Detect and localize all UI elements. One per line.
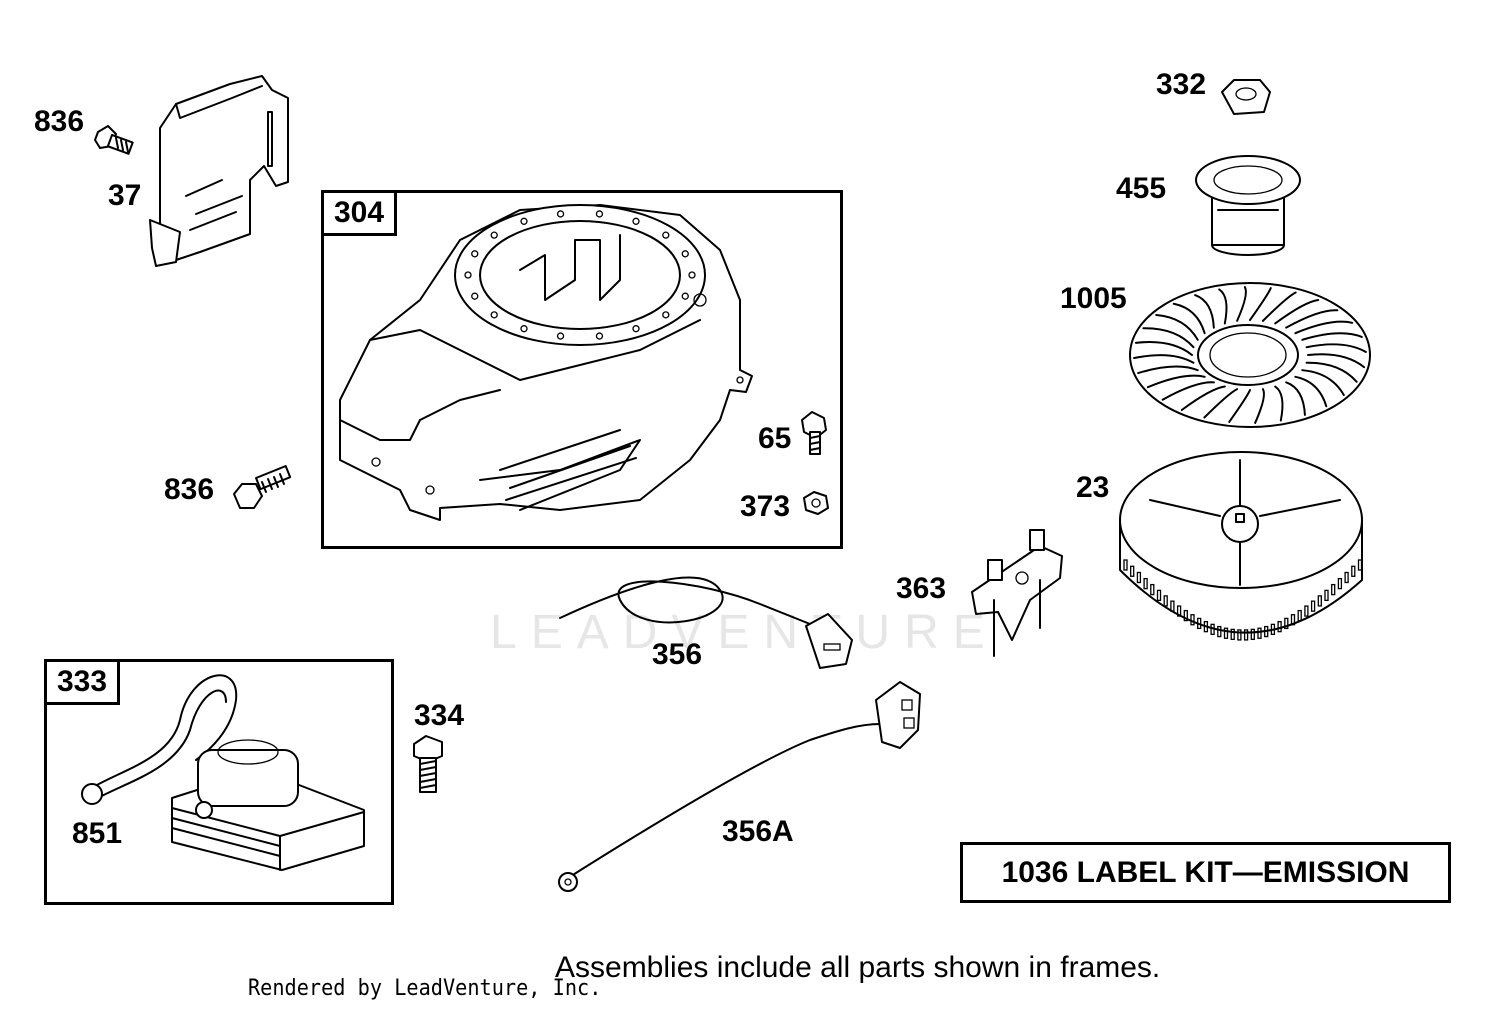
screw-334-icon[interactable]: [413, 735, 443, 793]
fan-1005-icon[interactable]: [1129, 282, 1371, 428]
wire-356-icon[interactable]: [559, 576, 853, 669]
cup-455-icon[interactable]: [1195, 155, 1301, 256]
bracket-37-icon[interactable]: [149, 75, 289, 267]
frame-333: 333: [44, 659, 394, 905]
nut-332-icon[interactable]: [1221, 79, 1271, 115]
callout-356[interactable]: 356: [652, 638, 703, 671]
callout-1005[interactable]: 1005: [1060, 282, 1127, 315]
bracket-363-icon[interactable]: [971, 529, 1063, 657]
flywheel-23-icon[interactable]: [1119, 451, 1363, 641]
callout-332[interactable]: 332: [1156, 68, 1207, 101]
label-kit-box[interactable]: 1036 LABEL KIT—EMISSION: [960, 842, 1451, 903]
armature-333-icon[interactable]: [81, 674, 365, 871]
callout-37[interactable]: 37: [108, 179, 142, 212]
bolt-836-top-icon[interactable]: [94, 125, 134, 155]
label-kit-text: 1036 LABEL KIT—EMISSION: [1001, 855, 1410, 889]
callout-455[interactable]: 455: [1116, 172, 1167, 205]
bolt-836-mid-icon[interactable]: [233, 465, 292, 509]
callout-23[interactable]: 23: [1076, 471, 1110, 504]
frame-304: 304: [321, 190, 843, 549]
watermark: LEADVENTURE: [490, 606, 999, 659]
wire-356a-icon[interactable]: [558, 681, 921, 892]
callout-65[interactable]: 65: [758, 422, 792, 455]
screw-65-icon[interactable]: [801, 411, 827, 455]
nut-373-icon[interactable]: [803, 491, 829, 515]
callout-363[interactable]: 363: [896, 572, 947, 605]
callout-334[interactable]: 334: [414, 699, 465, 732]
frame-tag-304[interactable]: 304: [324, 193, 398, 236]
callout-851[interactable]: 851: [72, 817, 123, 850]
callout-836-mid[interactable]: 836: [164, 473, 215, 506]
callout-836-top[interactable]: 836: [34, 105, 85, 138]
callout-356a[interactable]: 356A: [722, 815, 794, 848]
frame-tag-333[interactable]: 333: [47, 662, 121, 705]
render-credit: Rendered by LeadVenture, Inc.: [248, 976, 602, 1001]
blower-housing-304-icon[interactable]: [339, 204, 753, 521]
assemblies-note: Assemblies include all parts shown in fr…: [555, 951, 1161, 984]
callout-373[interactable]: 373: [740, 490, 791, 523]
